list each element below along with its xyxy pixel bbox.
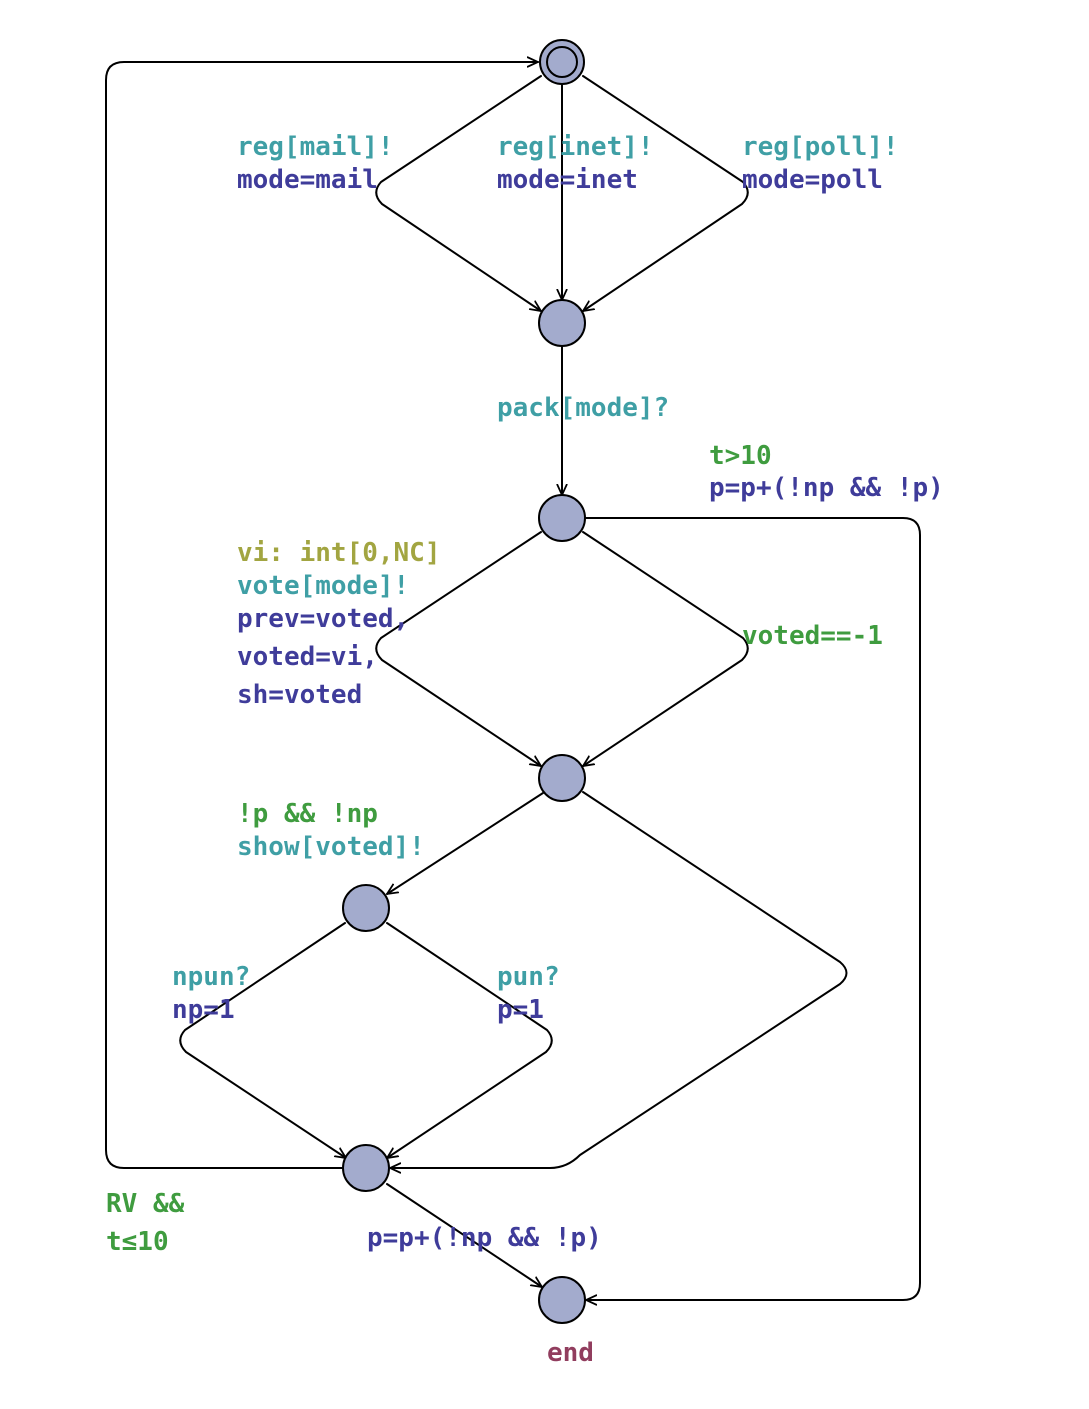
label-reg-mail-sync: reg[mail]! bbox=[237, 132, 394, 162]
location-packed[interactable] bbox=[538, 494, 586, 542]
label-voted-guard: voted==-1 bbox=[742, 621, 883, 651]
edge-end[interactable] bbox=[386, 1183, 542, 1287]
initial-location[interactable] bbox=[539, 39, 585, 85]
edge-timeout[interactable] bbox=[584, 517, 921, 1300]
edge-skip-show[interactable] bbox=[389, 791, 848, 1168]
label-loop-guard-2: t≤10 bbox=[106, 1227, 169, 1257]
edge-reg-mail[interactable] bbox=[375, 75, 541, 311]
edge-voted-check[interactable] bbox=[583, 531, 749, 766]
edge-npun[interactable] bbox=[179, 922, 346, 1158]
label-vote-update-1: prev=voted, bbox=[237, 604, 409, 634]
label-npun-update: np=1 bbox=[172, 995, 235, 1025]
label-reg-inet-sync: reg[inet]! bbox=[497, 132, 654, 162]
edge-pun[interactable] bbox=[387, 922, 553, 1158]
label-vote-select: vi: int[0,NC] bbox=[237, 538, 441, 568]
label-show-guard: !p && !np bbox=[237, 799, 378, 829]
edge-vote[interactable] bbox=[375, 531, 541, 766]
label-vote-update-3: sh=voted bbox=[237, 680, 362, 710]
label-vote-sync: vote[mode]! bbox=[237, 571, 409, 601]
label-loop-guard-1: RV && bbox=[106, 1189, 185, 1219]
labels: reg[mail]! mode=mail reg[inet]! mode=ine… bbox=[106, 132, 944, 1368]
label-timeout-guard: t>10 bbox=[709, 441, 772, 471]
label-reg-mail-update: mode=mail bbox=[237, 165, 378, 195]
label-pun-sync: pun? bbox=[497, 962, 560, 992]
location-voted[interactable] bbox=[538, 754, 586, 802]
edge-show[interactable] bbox=[387, 792, 544, 894]
location-punished[interactable] bbox=[342, 1144, 390, 1192]
edge-reg-poll[interactable] bbox=[583, 75, 749, 311]
label-pack-sync: pack[mode]? bbox=[497, 393, 669, 423]
label-reg-poll-update: mode=poll bbox=[742, 165, 883, 195]
label-npun-sync: npun? bbox=[172, 962, 250, 992]
label-timeout-update: p=p+(!np && !p) bbox=[709, 473, 944, 503]
edge-loop[interactable] bbox=[105, 62, 539, 1169]
locations bbox=[342, 39, 586, 1324]
label-end-update: p=p+(!np && !p) bbox=[367, 1223, 602, 1253]
location-shown[interactable] bbox=[342, 884, 390, 932]
label-show-sync: show[voted]! bbox=[237, 832, 425, 862]
location-end[interactable] bbox=[538, 1276, 586, 1324]
label-vote-update-2: voted=vi, bbox=[237, 642, 378, 672]
label-end-name: end bbox=[547, 1338, 594, 1368]
edges bbox=[105, 62, 921, 1300]
label-pun-update: p=1 bbox=[497, 995, 544, 1025]
location-registered[interactable] bbox=[538, 299, 586, 347]
label-reg-poll-sync: reg[poll]! bbox=[742, 132, 899, 162]
label-reg-inet-update: mode=inet bbox=[497, 165, 638, 195]
